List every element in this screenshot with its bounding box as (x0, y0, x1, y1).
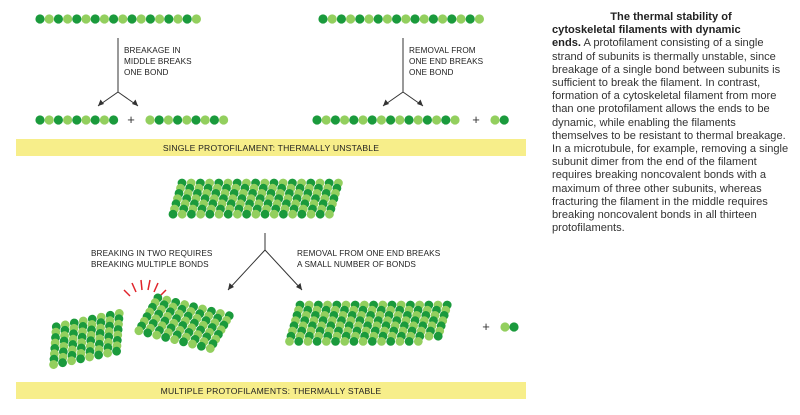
subunit (177, 209, 187, 219)
subunit (306, 209, 316, 219)
figure-caption: The thermal stability of cytoskeletal fi… (552, 11, 790, 235)
subunit (188, 339, 197, 349)
subunit (76, 354, 85, 364)
subunit (179, 337, 188, 347)
subunit (279, 209, 288, 219)
top-right-filament (318, 14, 484, 24)
subunit (233, 209, 242, 219)
subunit (404, 337, 414, 346)
bottom-right-label-line1: REMOVAL FROM ONE END BREAKS (297, 249, 441, 258)
subunit (196, 341, 206, 351)
subunit (223, 209, 233, 219)
subunit (433, 331, 443, 341)
bottom-bar-text: MULTIPLE PROTOFILAMENTS: THERMALLY STABL… (161, 386, 382, 396)
bottom-bar (16, 382, 526, 399)
subunit (288, 209, 297, 219)
intact-multi-protofilament (168, 178, 343, 219)
top-right-plus: + (472, 112, 480, 127)
top-right-released-dimer (490, 115, 509, 125)
bottom-arrow (227, 233, 303, 291)
subunit (312, 337, 322, 346)
top-left-filament (35, 14, 201, 24)
subunit (349, 337, 359, 346)
top-left-broken-piece-b (145, 115, 229, 125)
top-left-label-line2: MIDDLE BREAKS (124, 57, 192, 66)
top-right-label-line3: ONE BOND (409, 68, 453, 77)
top-bar (16, 139, 526, 156)
top-bar-text: SINGLE PROTOFILAMENT: THERMALLY UNSTABLE (163, 143, 379, 153)
subunit (413, 337, 423, 346)
top-right-remaining-filament (312, 115, 460, 125)
broken-fragment-left (49, 309, 124, 369)
caption-title-line2: cytoskeletal filaments with dynamic (552, 24, 741, 37)
subunit (94, 350, 103, 360)
subunit (251, 209, 261, 219)
subunit (303, 337, 313, 346)
subunit (214, 209, 224, 219)
subunit (294, 337, 304, 346)
subunit (321, 337, 331, 346)
subunit (331, 337, 340, 346)
subunit (170, 335, 179, 344)
subunit (386, 337, 396, 346)
subunit (143, 328, 153, 338)
subunit (168, 209, 178, 219)
subunit (187, 209, 196, 219)
subunit (315, 209, 325, 219)
bottom-left-label-line1: BREAKING IN TWO REQUIRES (91, 249, 213, 258)
caption-body: A protofilament consisting of a single s… (552, 37, 789, 235)
top-left-arrow (97, 38, 139, 107)
bottom-plus: + (482, 319, 490, 334)
subunit (340, 337, 350, 346)
subunit (325, 209, 334, 219)
top-left-label-line1: BREAKAGE IN (124, 46, 181, 55)
bottom-released-dimer (500, 322, 519, 332)
subunit (297, 209, 307, 219)
subunit (49, 360, 58, 369)
top-left-plus: + (127, 112, 135, 127)
subunit (161, 332, 171, 342)
subunit (112, 346, 121, 356)
subunit (358, 337, 368, 346)
top-right-arrow (382, 38, 424, 107)
subunit (67, 356, 76, 366)
subunit (260, 209, 270, 219)
caption-lead: ends. (552, 37, 581, 50)
broken-fragment-right (134, 293, 234, 353)
subunit (85, 352, 94, 362)
bottom-left-label-line2: BREAKING MULTIPLE BONDS (91, 260, 209, 269)
top-left-label-line3: ONE BOND (124, 68, 168, 77)
subunit (152, 330, 162, 340)
subunit (395, 337, 405, 346)
subunit (285, 337, 294, 346)
bottom-right-label-line2: A SMALL NUMBER OF BONDS (297, 260, 416, 269)
remaining-multi-protofilament (285, 300, 452, 346)
subunit (103, 348, 112, 358)
top-left-broken-piece-a (35, 115, 119, 125)
subunit (377, 337, 386, 346)
caption-title: The thermal stability of cytoskeletal fi… (552, 11, 790, 37)
subunit (424, 331, 434, 341)
subunit (205, 344, 215, 353)
top-right-label-line1: REMOVAL FROM (409, 46, 476, 55)
subunit (134, 326, 144, 336)
subunit (269, 209, 279, 219)
subunit (242, 209, 252, 219)
caption-title-line1: The thermal stability of (610, 11, 732, 23)
subunit (196, 209, 206, 219)
break-mark-icon (123, 279, 167, 297)
top-right-label-line2: ONE END BREAKS (409, 57, 484, 66)
subunit (205, 209, 215, 219)
subunit (58, 358, 67, 368)
subunit (367, 337, 377, 346)
